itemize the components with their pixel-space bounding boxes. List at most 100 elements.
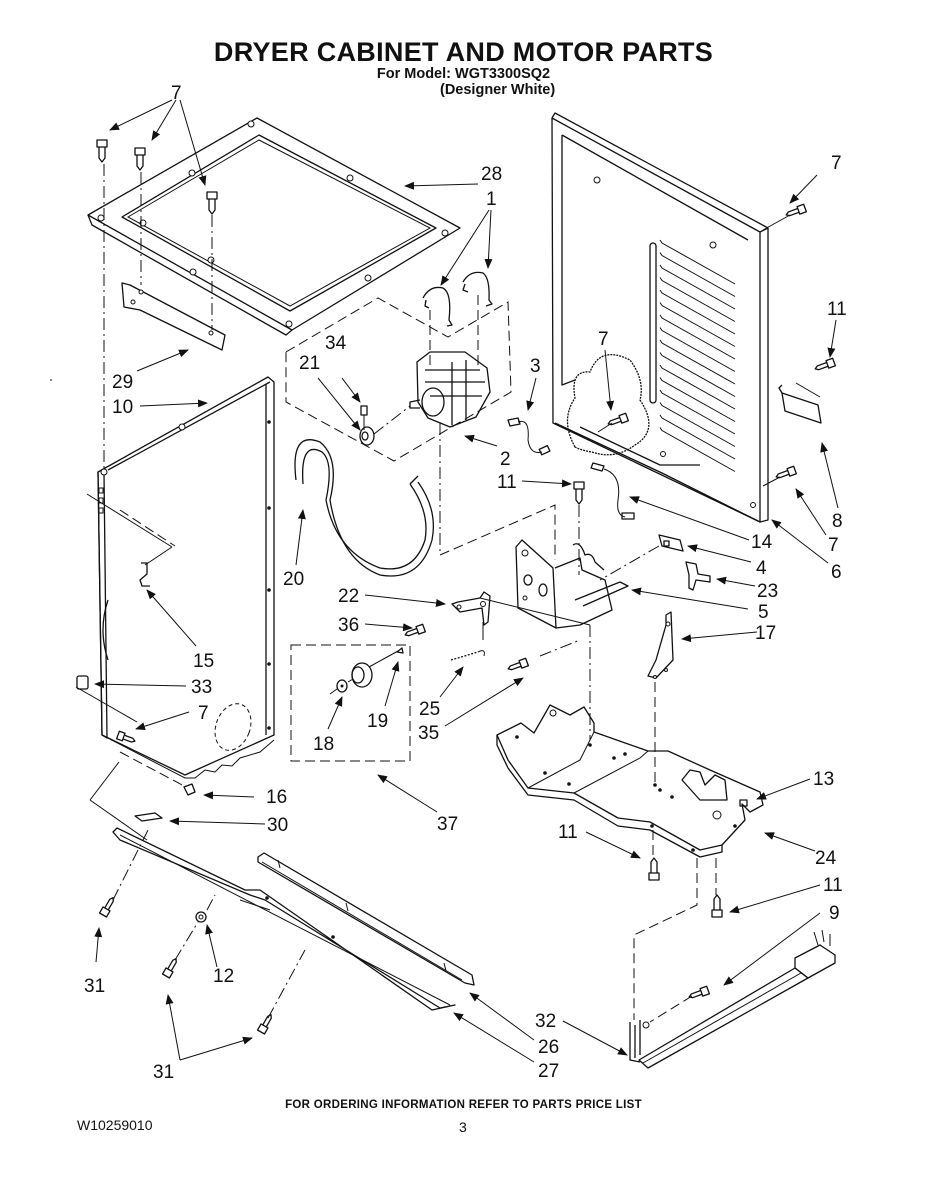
callout-toe-screws-bottom: 31 (153, 1062, 174, 1083)
louver-slot (659, 389, 736, 435)
louver-slot (659, 277, 736, 322)
callout-wire-harness: 14 (751, 532, 773, 553)
motor (409, 351, 491, 555)
leader-lines (50, 99, 839, 1063)
nut-12 (195, 894, 216, 923)
callout-clip-33: 33 (191, 677, 212, 698)
page-title: DRYER CABINET AND MOTOR PARTS (213, 37, 714, 67)
color-line: (Designer White) (440, 82, 556, 98)
louver-slot (659, 314, 736, 360)
callout-rear-clip: 8 (832, 511, 843, 532)
motor-mount (439, 481, 629, 740)
louver-slot (659, 402, 736, 447)
tension-spring (450, 622, 485, 661)
callout-power-cord: 9 (829, 903, 840, 924)
callout-foot-16: 16 (266, 787, 287, 808)
callout-rear-screw-bottom: 7 (828, 535, 839, 556)
base-screw-35 (507, 639, 581, 671)
callout-tension-spring: 25 (419, 699, 440, 720)
callout-top-bracket: 29 (112, 372, 133, 393)
side-panel (97, 376, 275, 779)
rear-screw-bottom (762, 465, 798, 487)
callout-idler-kit: 37 (437, 814, 458, 835)
louver-slot (659, 352, 736, 397)
power-cord (629, 858, 836, 1069)
callout-base-screw-right: 11 (823, 875, 843, 896)
document-number: W10259010 (77, 1117, 153, 1133)
callout-nut-12: 12 (213, 966, 234, 987)
louver-slot (659, 377, 736, 422)
toe-screws (98, 829, 306, 1035)
louver-slot (659, 239, 736, 285)
callout-top-panel: 28 (481, 164, 502, 185)
base (496, 704, 764, 858)
page-number: 3 (459, 1119, 467, 1135)
rear-panel-louvers (659, 239, 736, 472)
callout-base-screw-35: 35 (418, 723, 439, 744)
louver-slot (659, 252, 736, 297)
top-bracket (121, 282, 226, 351)
motor-clips (422, 271, 493, 370)
callout-switch: 4 (756, 558, 767, 579)
latch-15 (86, 493, 176, 587)
idler-screw (404, 623, 427, 637)
nut-34 (360, 405, 368, 430)
louver-slot (659, 427, 736, 472)
callout-switch-bracket: 23 (757, 581, 778, 602)
callout-clip-30: 30 (267, 815, 288, 836)
louver-slot (659, 339, 736, 385)
callout-side-screw: 7 (198, 703, 209, 724)
louver-slot (659, 264, 736, 310)
callout-pulley-nut: 34 (325, 333, 347, 354)
foot-16 (119, 751, 196, 796)
clip-30 (89, 761, 163, 841)
rear-screw-top (762, 203, 808, 231)
base-screw-right (711, 858, 723, 918)
top-screws (96, 139, 218, 470)
callout-base-fastener: 13 (813, 769, 834, 790)
callout-base-screw-left: 11 (558, 822, 578, 843)
louver-slot (659, 302, 736, 347)
rear-clip-8 (778, 357, 837, 424)
callout-top-screws: 7 (171, 83, 182, 104)
rail-26 (257, 852, 475, 986)
louver-slot (659, 414, 736, 460)
top-panel (87, 117, 461, 336)
belt (294, 439, 435, 577)
louver-slot (659, 364, 736, 410)
rail-27 (112, 827, 456, 1011)
callout-bracket-17: 17 (755, 623, 776, 644)
bracket-17 (647, 611, 674, 782)
callout-pulley: 21 (299, 353, 320, 374)
pulley-21 (359, 405, 411, 446)
callout-toe-screw-left: 31 (84, 976, 105, 997)
louver-slot (659, 289, 736, 335)
callout-motor-mount-screw: 11 (497, 472, 517, 493)
idler-bracket (451, 591, 591, 626)
wire-harness (590, 462, 635, 520)
ordering-note: FOR ORDERING INFORMATION REFER TO PARTS … (285, 1099, 642, 1111)
callout-rail-26: 26 (538, 1037, 559, 1058)
motor-wire (507, 417, 551, 456)
callout-idler-screw: 36 (338, 615, 359, 636)
callout-idler-pulley: 19 (367, 711, 388, 732)
callout-idler-washer: 18 (313, 734, 334, 755)
switch-bracket-23 (685, 561, 711, 591)
callout-rear-panel: 6 (831, 562, 842, 583)
callout-rear-screw-top: 7 (831, 153, 842, 174)
callout-base: 24 (815, 848, 837, 869)
callout-latch-15: 15 (193, 651, 214, 672)
callout-motor: 2 (500, 449, 511, 470)
idler-kit-box (290, 644, 411, 762)
rear-panel (551, 112, 769, 523)
clip-33 (75, 675, 138, 723)
side-screw (115, 730, 136, 743)
switch-4 (599, 534, 684, 581)
model-line: For Model: WGT3300SQ2 (376, 66, 551, 82)
rear-screw-inner (597, 412, 630, 433)
callout-motor-wire: 3 (530, 356, 541, 377)
callout-rail-27: 27 (538, 1061, 559, 1082)
callout-idler-bracket: 22 (338, 586, 359, 607)
callout-belt: 20 (283, 569, 304, 590)
